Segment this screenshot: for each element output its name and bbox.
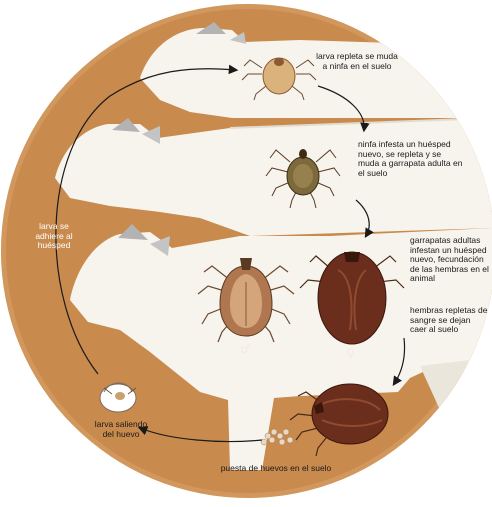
- male-symbol: ♂: [240, 342, 251, 356]
- label-females-drop: hembras repletas de sangre se dejan caer…: [410, 306, 488, 335]
- label-adults-infest: garrapatas adultas infestan un huésped n…: [410, 236, 490, 284]
- female-symbol: ♀: [346, 346, 355, 360]
- label-egg-laying: puesta de huevos en el suelo: [196, 464, 356, 474]
- label-larva-hatching: larva saliendo del huevo: [90, 420, 152, 439]
- label-nymph-infests: ninfa infesta un huésped nuevo, se reple…: [358, 140, 464, 178]
- label-larva-attaches: larva se adhiere al huésped: [26, 222, 82, 251]
- label-larva-engorged: larva repleta se muda a ninfa en el suel…: [316, 52, 398, 71]
